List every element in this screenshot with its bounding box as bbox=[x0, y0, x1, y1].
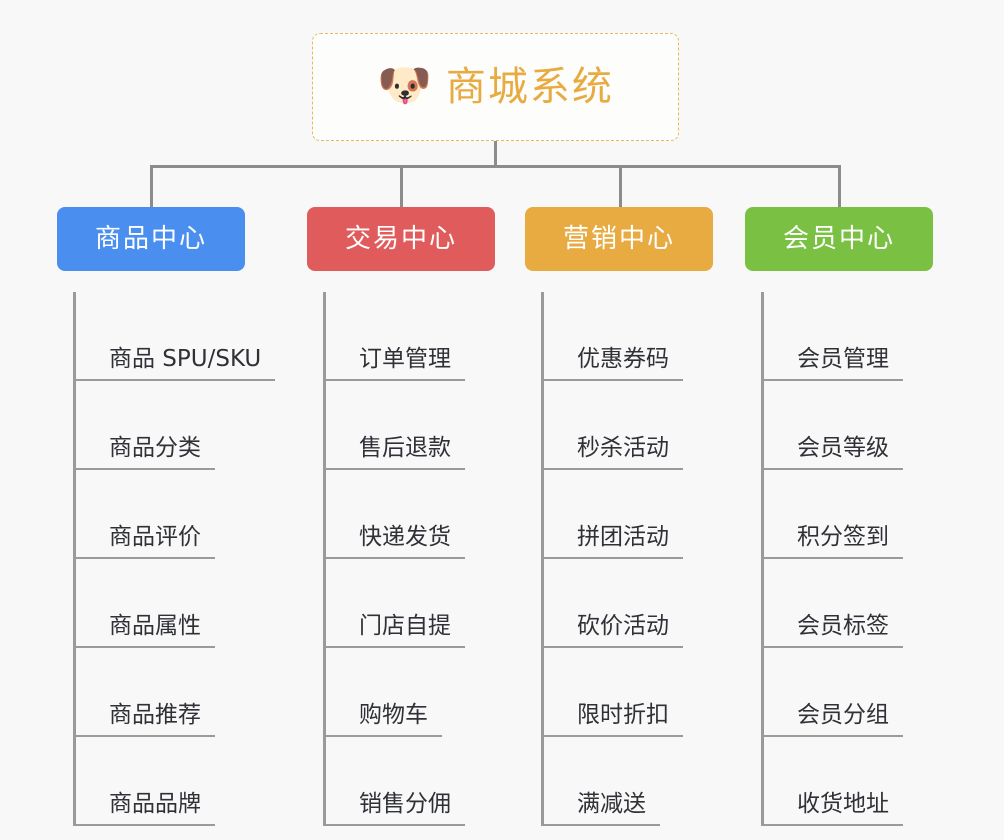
connector-drop-3 bbox=[619, 165, 622, 207]
list-item[interactable]: 优惠券码 bbox=[541, 292, 713, 381]
leaf-label: 商品属性 bbox=[109, 612, 201, 639]
leaf-label: 收货地址 bbox=[797, 790, 889, 817]
list-item[interactable]: 商品分类 bbox=[73, 381, 245, 470]
list-item[interactable]: 会员分组 bbox=[761, 648, 933, 737]
list-item[interactable]: 会员标签 bbox=[761, 559, 933, 648]
list-item[interactable]: 门店自提 bbox=[323, 559, 495, 648]
list-item[interactable]: 商品评价 bbox=[73, 470, 245, 559]
leaf-label: 拼团活动 bbox=[577, 523, 669, 550]
root-node[interactable]: 🐶 商城系统 bbox=[312, 33, 679, 141]
leaf-label: 购物车 bbox=[359, 701, 428, 728]
list-item[interactable]: 商品 SPU/SKU bbox=[73, 292, 276, 381]
leaf-label: 商品分类 bbox=[109, 434, 201, 461]
leaf-list-marketing-center: 优惠券码 秒杀活动 拼团活动 砍价活动 限时折扣 满减送 bbox=[541, 292, 713, 826]
leaf-label: 商品推荐 bbox=[109, 701, 201, 728]
list-item[interactable]: 积分签到 bbox=[761, 470, 933, 559]
category-label: 营销中心 bbox=[562, 224, 675, 254]
column-member-center: 会员中心 会员管理 会员等级 积分签到 会员标签 会员分组 收货地址 bbox=[745, 207, 933, 826]
list-item[interactable]: 购物车 bbox=[323, 648, 495, 737]
list-item[interactable]: 订单管理 bbox=[323, 292, 495, 381]
list-item[interactable]: 销售分佣 bbox=[323, 737, 495, 826]
list-item[interactable]: 会员等级 bbox=[761, 381, 933, 470]
list-item[interactable]: 商品推荐 bbox=[73, 648, 245, 737]
leaf-label: 订单管理 bbox=[359, 345, 451, 372]
category-header-product-center[interactable]: 商品中心 bbox=[57, 207, 245, 271]
leaf-list-trade-center: 订单管理 售后退款 快递发货 门店自提 购物车 销售分佣 bbox=[323, 292, 495, 826]
list-item[interactable]: 商品品牌 bbox=[73, 737, 245, 826]
connector-drop-1 bbox=[150, 165, 153, 207]
category-header-member-center[interactable]: 会员中心 bbox=[745, 207, 933, 271]
leaf-label: 会员管理 bbox=[797, 345, 889, 372]
leaf-label: 售后退款 bbox=[359, 434, 451, 461]
leaf-label: 商品品牌 bbox=[109, 790, 201, 817]
column-product-center: 商品中心 商品 SPU/SKU 商品分类 商品评价 商品属性 商品推荐 商品品牌 bbox=[57, 207, 276, 826]
column-marketing-center: 营销中心 优惠券码 秒杀活动 拼团活动 砍价活动 限时折扣 满减送 bbox=[525, 207, 713, 826]
leaf-label: 限时折扣 bbox=[577, 701, 669, 728]
list-item[interactable]: 会员管理 bbox=[761, 292, 933, 381]
connector-root-stem bbox=[494, 141, 497, 168]
list-item[interactable]: 售后退款 bbox=[323, 381, 495, 470]
leaf-label: 积分签到 bbox=[797, 523, 889, 550]
leaf-list-product-center: 商品 SPU/SKU 商品分类 商品评价 商品属性 商品推荐 商品品牌 bbox=[73, 292, 276, 826]
leaf-label: 门店自提 bbox=[359, 612, 451, 639]
list-item[interactable]: 收货地址 bbox=[761, 737, 933, 826]
list-item[interactable]: 秒杀活动 bbox=[541, 381, 713, 470]
connector-horizontal-bus bbox=[150, 165, 840, 168]
list-item[interactable]: 商品属性 bbox=[73, 559, 245, 648]
shiba-dog-face-icon: 🐶 bbox=[377, 60, 432, 111]
leaf-label: 快递发货 bbox=[359, 523, 451, 550]
category-label: 会员中心 bbox=[782, 224, 895, 254]
category-header-trade-center[interactable]: 交易中心 bbox=[307, 207, 495, 271]
leaf-label: 商品 SPU/SKU bbox=[109, 345, 262, 372]
category-label: 商品中心 bbox=[94, 224, 207, 254]
connector-drop-4 bbox=[838, 165, 841, 207]
leaf-list-member-center: 会员管理 会员等级 积分签到 会员标签 会员分组 收货地址 bbox=[761, 292, 933, 826]
leaf-label: 秒杀活动 bbox=[577, 434, 669, 461]
leaf-label: 会员标签 bbox=[797, 612, 889, 639]
connector-drop-2 bbox=[400, 165, 403, 207]
leaf-label: 销售分佣 bbox=[359, 790, 451, 817]
category-header-marketing-center[interactable]: 营销中心 bbox=[525, 207, 713, 271]
leaf-label: 商品评价 bbox=[109, 523, 201, 550]
list-item[interactable]: 砍价活动 bbox=[541, 559, 713, 648]
list-item[interactable]: 快递发货 bbox=[323, 470, 495, 559]
category-label: 交易中心 bbox=[344, 224, 457, 254]
root-title: 商城系统 bbox=[445, 64, 614, 110]
leaf-label: 优惠券码 bbox=[577, 345, 669, 372]
list-item[interactable]: 拼团活动 bbox=[541, 470, 713, 559]
column-trade-center: 交易中心 订单管理 售后退款 快递发货 门店自提 购物车 销售分佣 bbox=[307, 207, 495, 826]
leaf-label: 会员等级 bbox=[797, 434, 889, 461]
leaf-label: 砍价活动 bbox=[577, 612, 669, 639]
leaf-label: 会员分组 bbox=[797, 701, 889, 728]
list-item[interactable]: 满减送 bbox=[541, 737, 713, 826]
list-item[interactable]: 限时折扣 bbox=[541, 648, 713, 737]
leaf-label: 满减送 bbox=[577, 790, 646, 817]
